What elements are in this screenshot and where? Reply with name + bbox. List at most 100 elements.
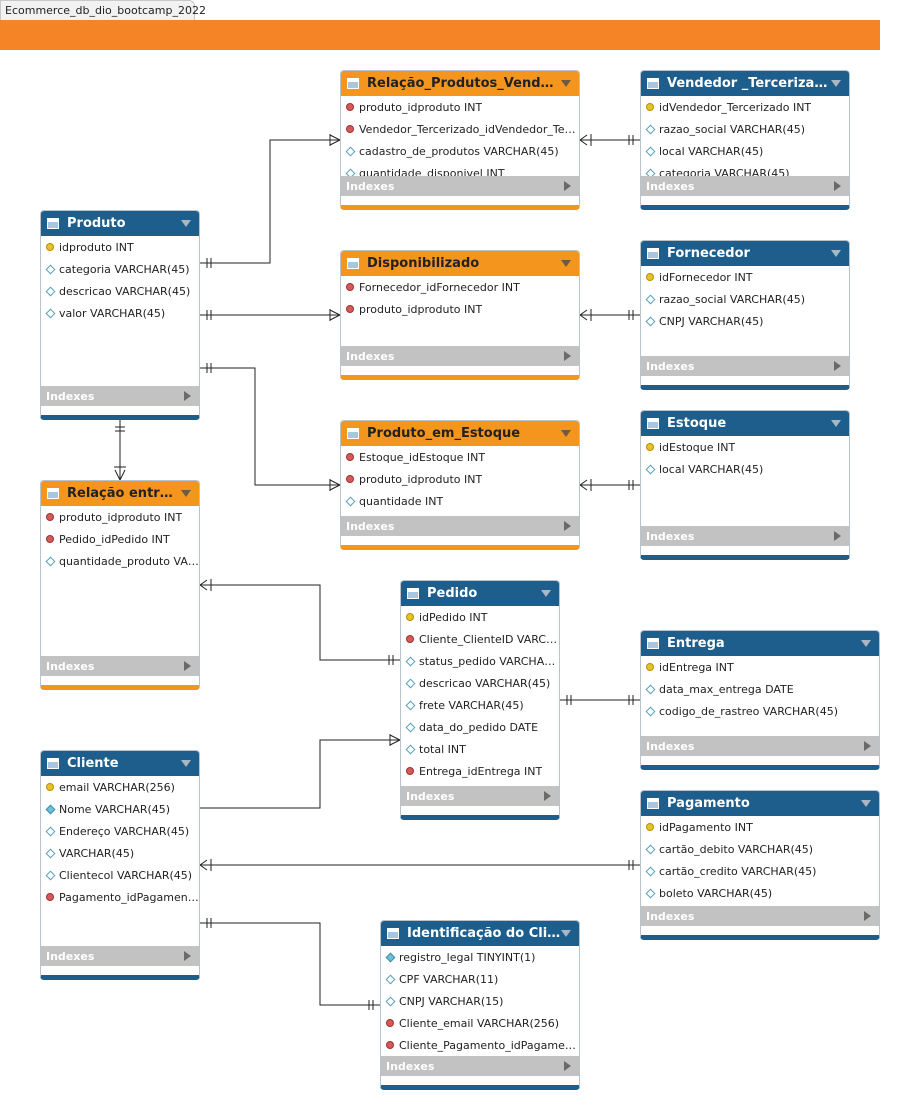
collapse-arrow-icon[interactable] bbox=[831, 420, 841, 427]
table-relacao-entre-p[interactable]: Relação entre p...produto_idproduto INTP… bbox=[40, 480, 200, 690]
collapse-arrow-icon[interactable] bbox=[831, 250, 841, 257]
column-row[interactable]: idEstoque INT bbox=[641, 436, 849, 458]
expand-arrow-icon[interactable] bbox=[834, 531, 841, 541]
table-header[interactable]: Pedido bbox=[401, 581, 559, 606]
collapse-arrow-icon[interactable] bbox=[181, 220, 191, 227]
column-row[interactable]: VARCHAR(45) bbox=[41, 842, 199, 864]
column-row[interactable]: status_pedido VARCHAR(45) bbox=[401, 650, 559, 672]
column-row[interactable]: idPagamento INT bbox=[641, 816, 879, 838]
column-row[interactable]: Clientecol VARCHAR(45) bbox=[41, 864, 199, 886]
column-row[interactable]: CPF VARCHAR(11) bbox=[381, 968, 579, 990]
column-row[interactable]: produto_idproduto INT bbox=[341, 96, 579, 118]
column-row[interactable]: cartão_credito VARCHAR(45) bbox=[641, 860, 879, 882]
column-row[interactable]: quantidade INT bbox=[341, 490, 579, 512]
column-row[interactable]: idFornecedor INT bbox=[641, 266, 849, 288]
table-header[interactable]: Entrega bbox=[641, 631, 879, 656]
column-row[interactable]: descricao VARCHAR(45) bbox=[41, 280, 199, 302]
collapse-arrow-icon[interactable] bbox=[861, 800, 871, 807]
indexes-bar[interactable]: Indexes bbox=[641, 906, 879, 926]
table-header[interactable]: Relação entre p... bbox=[41, 481, 199, 506]
expand-arrow-icon[interactable] bbox=[864, 911, 871, 921]
column-row[interactable]: Nome VARCHAR(45) bbox=[41, 798, 199, 820]
indexes-bar[interactable]: Indexes bbox=[41, 656, 199, 676]
column-row[interactable]: quantidade_produto VARCHAR(45) bbox=[41, 550, 199, 572]
indexes-bar[interactable]: Indexes bbox=[341, 516, 579, 536]
indexes-bar[interactable]: Indexes bbox=[641, 526, 849, 546]
column-row[interactable]: cartão_debito VARCHAR(45) bbox=[641, 838, 879, 860]
column-row[interactable]: total INT bbox=[401, 738, 559, 760]
column-row[interactable]: Vendedor_Tercerizado_idVendedor_Terceriz… bbox=[341, 118, 579, 140]
indexes-bar[interactable]: Indexes bbox=[381, 1056, 579, 1076]
column-row[interactable]: Cliente_Pagamento_idPagamento INT bbox=[381, 1034, 579, 1056]
table-header[interactable]: Produto bbox=[41, 211, 199, 236]
indexes-bar[interactable]: Indexes bbox=[641, 176, 849, 196]
column-row[interactable]: Cliente_email VARCHAR(256) bbox=[381, 1012, 579, 1034]
column-row[interactable]: local VARCHAR(45) bbox=[641, 458, 849, 480]
indexes-bar[interactable]: Indexes bbox=[641, 736, 879, 756]
expand-arrow-icon[interactable] bbox=[564, 181, 571, 191]
column-row[interactable]: local VARCHAR(45) bbox=[641, 140, 849, 162]
column-row[interactable]: produto_idproduto INT bbox=[41, 506, 199, 528]
column-row[interactable]: Pedido_idPedido INT bbox=[41, 528, 199, 550]
indexes-bar[interactable]: Indexes bbox=[341, 346, 579, 366]
document-tab[interactable]: Ecommerce_db_dio_bootcamp_2022 bbox=[0, 0, 206, 20]
expand-arrow-icon[interactable] bbox=[544, 791, 551, 801]
column-row[interactable]: Cliente_ClienteID VARCHAR(45) bbox=[401, 628, 559, 650]
indexes-bar[interactable]: Indexes bbox=[41, 946, 199, 966]
expand-arrow-icon[interactable] bbox=[184, 391, 191, 401]
indexes-bar[interactable]: Indexes bbox=[41, 386, 199, 406]
column-row[interactable]: razao_social VARCHAR(45) bbox=[641, 288, 849, 310]
collapse-arrow-icon[interactable] bbox=[861, 640, 871, 647]
expand-arrow-icon[interactable] bbox=[564, 351, 571, 361]
table-header[interactable]: Pagamento bbox=[641, 791, 879, 816]
column-row[interactable]: idEntrega INT bbox=[641, 656, 879, 678]
column-row[interactable]: data_max_entrega DATE bbox=[641, 678, 879, 700]
column-row[interactable]: produto_idproduto INT bbox=[341, 468, 579, 490]
table-header[interactable]: Produto_em_Estoque bbox=[341, 421, 579, 446]
collapse-arrow-icon[interactable] bbox=[831, 80, 841, 87]
column-row[interactable]: Endereço VARCHAR(45) bbox=[41, 820, 199, 842]
column-row[interactable]: registro_legal TINYINT(1) bbox=[381, 946, 579, 968]
expand-arrow-icon[interactable] bbox=[184, 951, 191, 961]
collapse-arrow-icon[interactable] bbox=[181, 760, 191, 767]
table-header[interactable]: Estoque bbox=[641, 411, 849, 436]
table-header[interactable]: Disponibilizado bbox=[341, 251, 579, 276]
collapse-arrow-icon[interactable] bbox=[541, 590, 551, 597]
indexes-bar[interactable]: Indexes bbox=[341, 176, 579, 196]
table-header[interactable]: Vendedor _Tercerizado bbox=[641, 71, 849, 96]
column-row[interactable]: data_do_pedido DATE bbox=[401, 716, 559, 738]
expand-arrow-icon[interactable] bbox=[564, 521, 571, 531]
column-row[interactable]: CNPJ VARCHAR(15) bbox=[381, 990, 579, 1012]
table-header[interactable]: Relação_Produtos_Vendedor bbox=[341, 71, 579, 96]
expand-arrow-icon[interactable] bbox=[564, 1061, 571, 1071]
indexes-bar[interactable]: Indexes bbox=[401, 786, 559, 806]
column-row[interactable]: Entrega_idEntrega INT bbox=[401, 760, 559, 782]
column-row[interactable]: razao_social VARCHAR(45) bbox=[641, 118, 849, 140]
column-row[interactable]: CNPJ VARCHAR(45) bbox=[641, 310, 849, 332]
collapse-arrow-icon[interactable] bbox=[561, 260, 571, 267]
table-header[interactable]: Fornecedor bbox=[641, 241, 849, 266]
collapse-arrow-icon[interactable] bbox=[181, 490, 191, 497]
column-row[interactable]: codigo_de_rastreo VARCHAR(45) bbox=[641, 700, 879, 722]
collapse-arrow-icon[interactable] bbox=[561, 430, 571, 437]
column-row[interactable]: descricao VARCHAR(45) bbox=[401, 672, 559, 694]
expand-arrow-icon[interactable] bbox=[834, 361, 841, 371]
table-header[interactable]: Identificação do Cliente bbox=[381, 921, 579, 946]
expand-arrow-icon[interactable] bbox=[834, 181, 841, 191]
column-row[interactable]: idVendedor_Tercerizado INT bbox=[641, 96, 849, 118]
table-identificacao-do-cliente[interactable]: Identificação do Clienteregistro_legal T… bbox=[380, 920, 580, 1090]
column-row[interactable]: Estoque_idEstoque INT bbox=[341, 446, 579, 468]
column-row[interactable]: Fornecedor_idFornecedor INT bbox=[341, 276, 579, 298]
collapse-arrow-icon[interactable] bbox=[561, 930, 571, 937]
column-row[interactable]: boleto VARCHAR(45) bbox=[641, 882, 879, 904]
indexes-bar[interactable]: Indexes bbox=[641, 356, 849, 376]
